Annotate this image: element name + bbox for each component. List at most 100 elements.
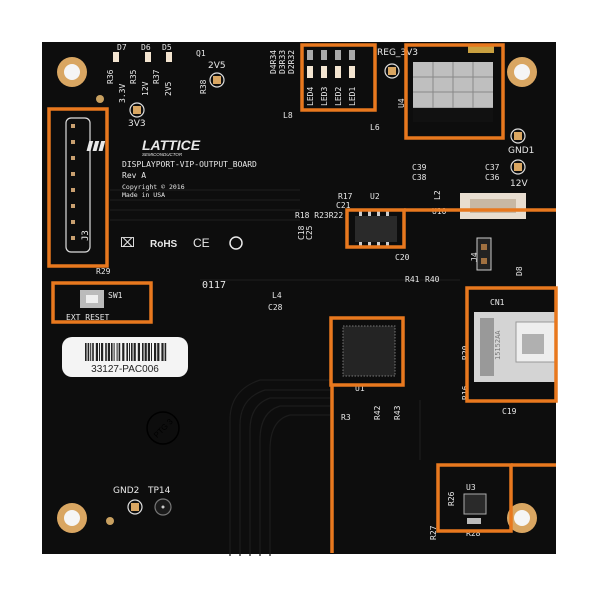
e-mark-icon xyxy=(229,236,243,250)
svg-text:L4: L4 xyxy=(272,291,282,300)
svg-text:R37: R37 xyxy=(152,69,161,84)
svg-text:C18: C18 xyxy=(297,225,306,240)
rohs-mark: RoHS xyxy=(150,239,178,250)
barcode-bar xyxy=(118,343,121,361)
barcode-bar xyxy=(126,343,128,361)
svg-text:U2: U2 xyxy=(370,192,380,201)
svg-text:2V5: 2V5 xyxy=(208,61,226,71)
j4-header xyxy=(476,237,492,271)
barcode-sticker: 33127-PAC006 xyxy=(62,337,188,377)
svg-text:C39: C39 xyxy=(412,163,427,172)
svg-text:C21: C21 xyxy=(336,201,351,210)
barcode-bar xyxy=(122,343,125,361)
svg-text:C38: C38 xyxy=(412,173,427,182)
svg-text:C36: C36 xyxy=(485,173,500,182)
svg-text:R28: R28 xyxy=(466,529,481,538)
barcode-bar xyxy=(131,343,133,361)
svg-text:D4R34: D4R34 xyxy=(269,50,278,74)
barcode-bar xyxy=(113,343,115,361)
barcode-bar xyxy=(164,343,167,361)
highlight-callouts xyxy=(47,43,558,553)
barcode-bar xyxy=(92,343,94,361)
barcode-bar xyxy=(144,343,147,361)
svg-text:R42: R42 xyxy=(373,405,382,420)
highlight-u2 xyxy=(345,208,406,249)
svg-text:C28: C28 xyxy=(268,303,283,312)
svg-text:3V3: 3V3 xyxy=(128,119,146,129)
svg-text:U3: U3 xyxy=(466,483,476,492)
highlight-u3 xyxy=(436,463,513,533)
barcode-bar xyxy=(137,343,140,361)
svg-text:C37: C37 xyxy=(485,163,500,172)
svg-text:LED2: LED2 xyxy=(334,87,343,106)
svg-text:R17: R17 xyxy=(338,192,353,201)
barcode-bar xyxy=(99,343,100,361)
barcode-bar xyxy=(90,343,92,361)
barcode-bar xyxy=(101,343,104,361)
board-origin: Made in USA xyxy=(122,191,165,199)
svg-text:12V: 12V xyxy=(510,179,528,189)
svg-text:2V5: 2V5 xyxy=(164,81,173,96)
svg-text:12V: 12V xyxy=(141,81,150,96)
svg-text:C19: C19 xyxy=(502,407,517,416)
svg-text:J4: J4 xyxy=(470,252,479,262)
pcb-board xyxy=(42,42,556,554)
barcode-bar xyxy=(157,343,160,361)
svg-text:SW1: SW1 xyxy=(108,291,123,300)
svg-text:U4: U4 xyxy=(397,98,406,108)
svg-text:R18 R23R22: R18 R23R22 xyxy=(295,211,343,220)
highlight-u1 xyxy=(329,316,405,387)
barcode-bar xyxy=(111,343,113,361)
svg-text:L2: L2 xyxy=(433,190,442,200)
svg-text:L8: L8 xyxy=(283,111,293,120)
board-name: DISPLAYPORT-VIP-OUTPUT_BOARD xyxy=(122,160,257,169)
leds xyxy=(113,50,355,78)
barcode-bar xyxy=(133,343,136,361)
svg-text:R29: R29 xyxy=(96,267,111,276)
barcode-bar xyxy=(142,343,144,361)
svg-text:R27: R27 xyxy=(429,525,438,540)
mounting-holes xyxy=(57,57,537,533)
barcode-bar xyxy=(129,343,130,361)
u1-fpga xyxy=(342,325,396,377)
barcode-bar xyxy=(105,343,107,361)
svg-text:C25: C25 xyxy=(305,225,314,240)
board-revision: Rev A xyxy=(122,171,146,180)
svg-text:L6: L6 xyxy=(370,123,380,132)
cn1-displayport-connector: 15152AA xyxy=(474,312,557,382)
barcode-label: 33127-PAC006 xyxy=(91,364,159,375)
svg-text:R41: R41 xyxy=(405,275,420,284)
svg-text:SEMICONDUCTOR: SEMICONDUCTOR xyxy=(142,152,183,157)
svg-text:R40: R40 xyxy=(425,275,440,284)
svg-text:TP14: TP14 xyxy=(147,486,171,496)
svg-text:CN1: CN1 xyxy=(490,298,505,307)
sw1-reset-button xyxy=(80,290,104,308)
svg-text:R36: R36 xyxy=(106,69,115,84)
date-code: 0117 xyxy=(202,280,226,291)
svg-text:Q1: Q1 xyxy=(196,49,206,58)
lattice-logo: LATTICE SEMICONDUCTOR xyxy=(86,137,201,157)
u2-chip xyxy=(355,210,397,248)
highlight-sw1 xyxy=(51,281,153,324)
svg-text:3.3V: 3.3V xyxy=(118,84,127,103)
svg-text:D2R32: D2R32 xyxy=(287,50,296,74)
svg-text:GND2: GND2 xyxy=(113,486,139,496)
svg-text:D8: D8 xyxy=(515,266,524,276)
svg-text:R26: R26 xyxy=(447,491,456,506)
test-points xyxy=(127,63,526,516)
highlight-cn1 xyxy=(465,286,558,403)
highlight-j3 xyxy=(47,107,109,268)
svg-text:GND1: GND1 xyxy=(508,146,534,156)
barcode-bar xyxy=(161,343,164,361)
barcode-bar xyxy=(116,343,118,361)
svg-text:D3R33: D3R33 xyxy=(278,50,287,74)
svg-text:J3: J3 xyxy=(81,230,91,241)
svg-text:R35: R35 xyxy=(129,69,138,84)
svg-text:REG_3V3: REG_3V3 xyxy=(377,48,418,58)
svg-text:LED1: LED1 xyxy=(348,87,357,106)
svg-text:LED4: LED4 xyxy=(306,87,315,106)
barcode-bar xyxy=(87,343,90,361)
barcode-bar xyxy=(85,343,87,361)
silkscreen-labels: D7 D6 D5 Q1 R36 3.3V R35 12V R37 2V5 R38… xyxy=(66,43,534,540)
